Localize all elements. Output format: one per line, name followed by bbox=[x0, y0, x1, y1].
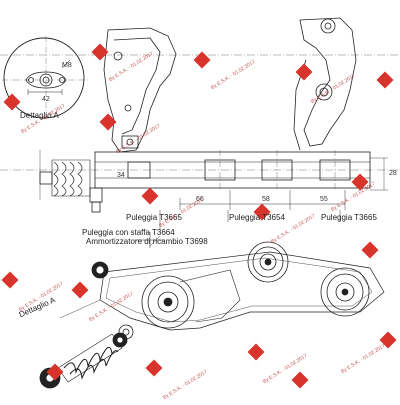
tensioner-spring bbox=[39, 332, 128, 389]
tensioner-label: Ammortizzatore di ricambio T3698 bbox=[86, 237, 208, 246]
detail-a-label: Dettaglio A bbox=[20, 111, 59, 120]
dim-55: 55 bbox=[320, 196, 328, 203]
pulley-t3654-label: Puleggia T3654 bbox=[229, 213, 285, 222]
pulley-with-bracket-label: Puleggia con staffa T3664 bbox=[82, 228, 175, 237]
dim-34: 34 bbox=[117, 172, 125, 179]
dim-28: 28 bbox=[389, 170, 397, 177]
leader-lines bbox=[59, 235, 161, 319]
dim-42: 42 bbox=[42, 96, 50, 103]
side-profile bbox=[0, 150, 400, 213]
dimension-lines bbox=[159, 190, 346, 230]
dim-m8: M8 bbox=[62, 62, 72, 69]
dim-58: 58 bbox=[262, 196, 270, 203]
pulley-t3665-right-label: Puleggia T3665 bbox=[321, 213, 377, 222]
pulley-t3665-left-label: Puleggia T3665 bbox=[126, 213, 182, 222]
detail-a-view bbox=[2, 36, 88, 120]
dim-66: 66 bbox=[196, 196, 204, 203]
pulley-assembly bbox=[91, 232, 385, 340]
